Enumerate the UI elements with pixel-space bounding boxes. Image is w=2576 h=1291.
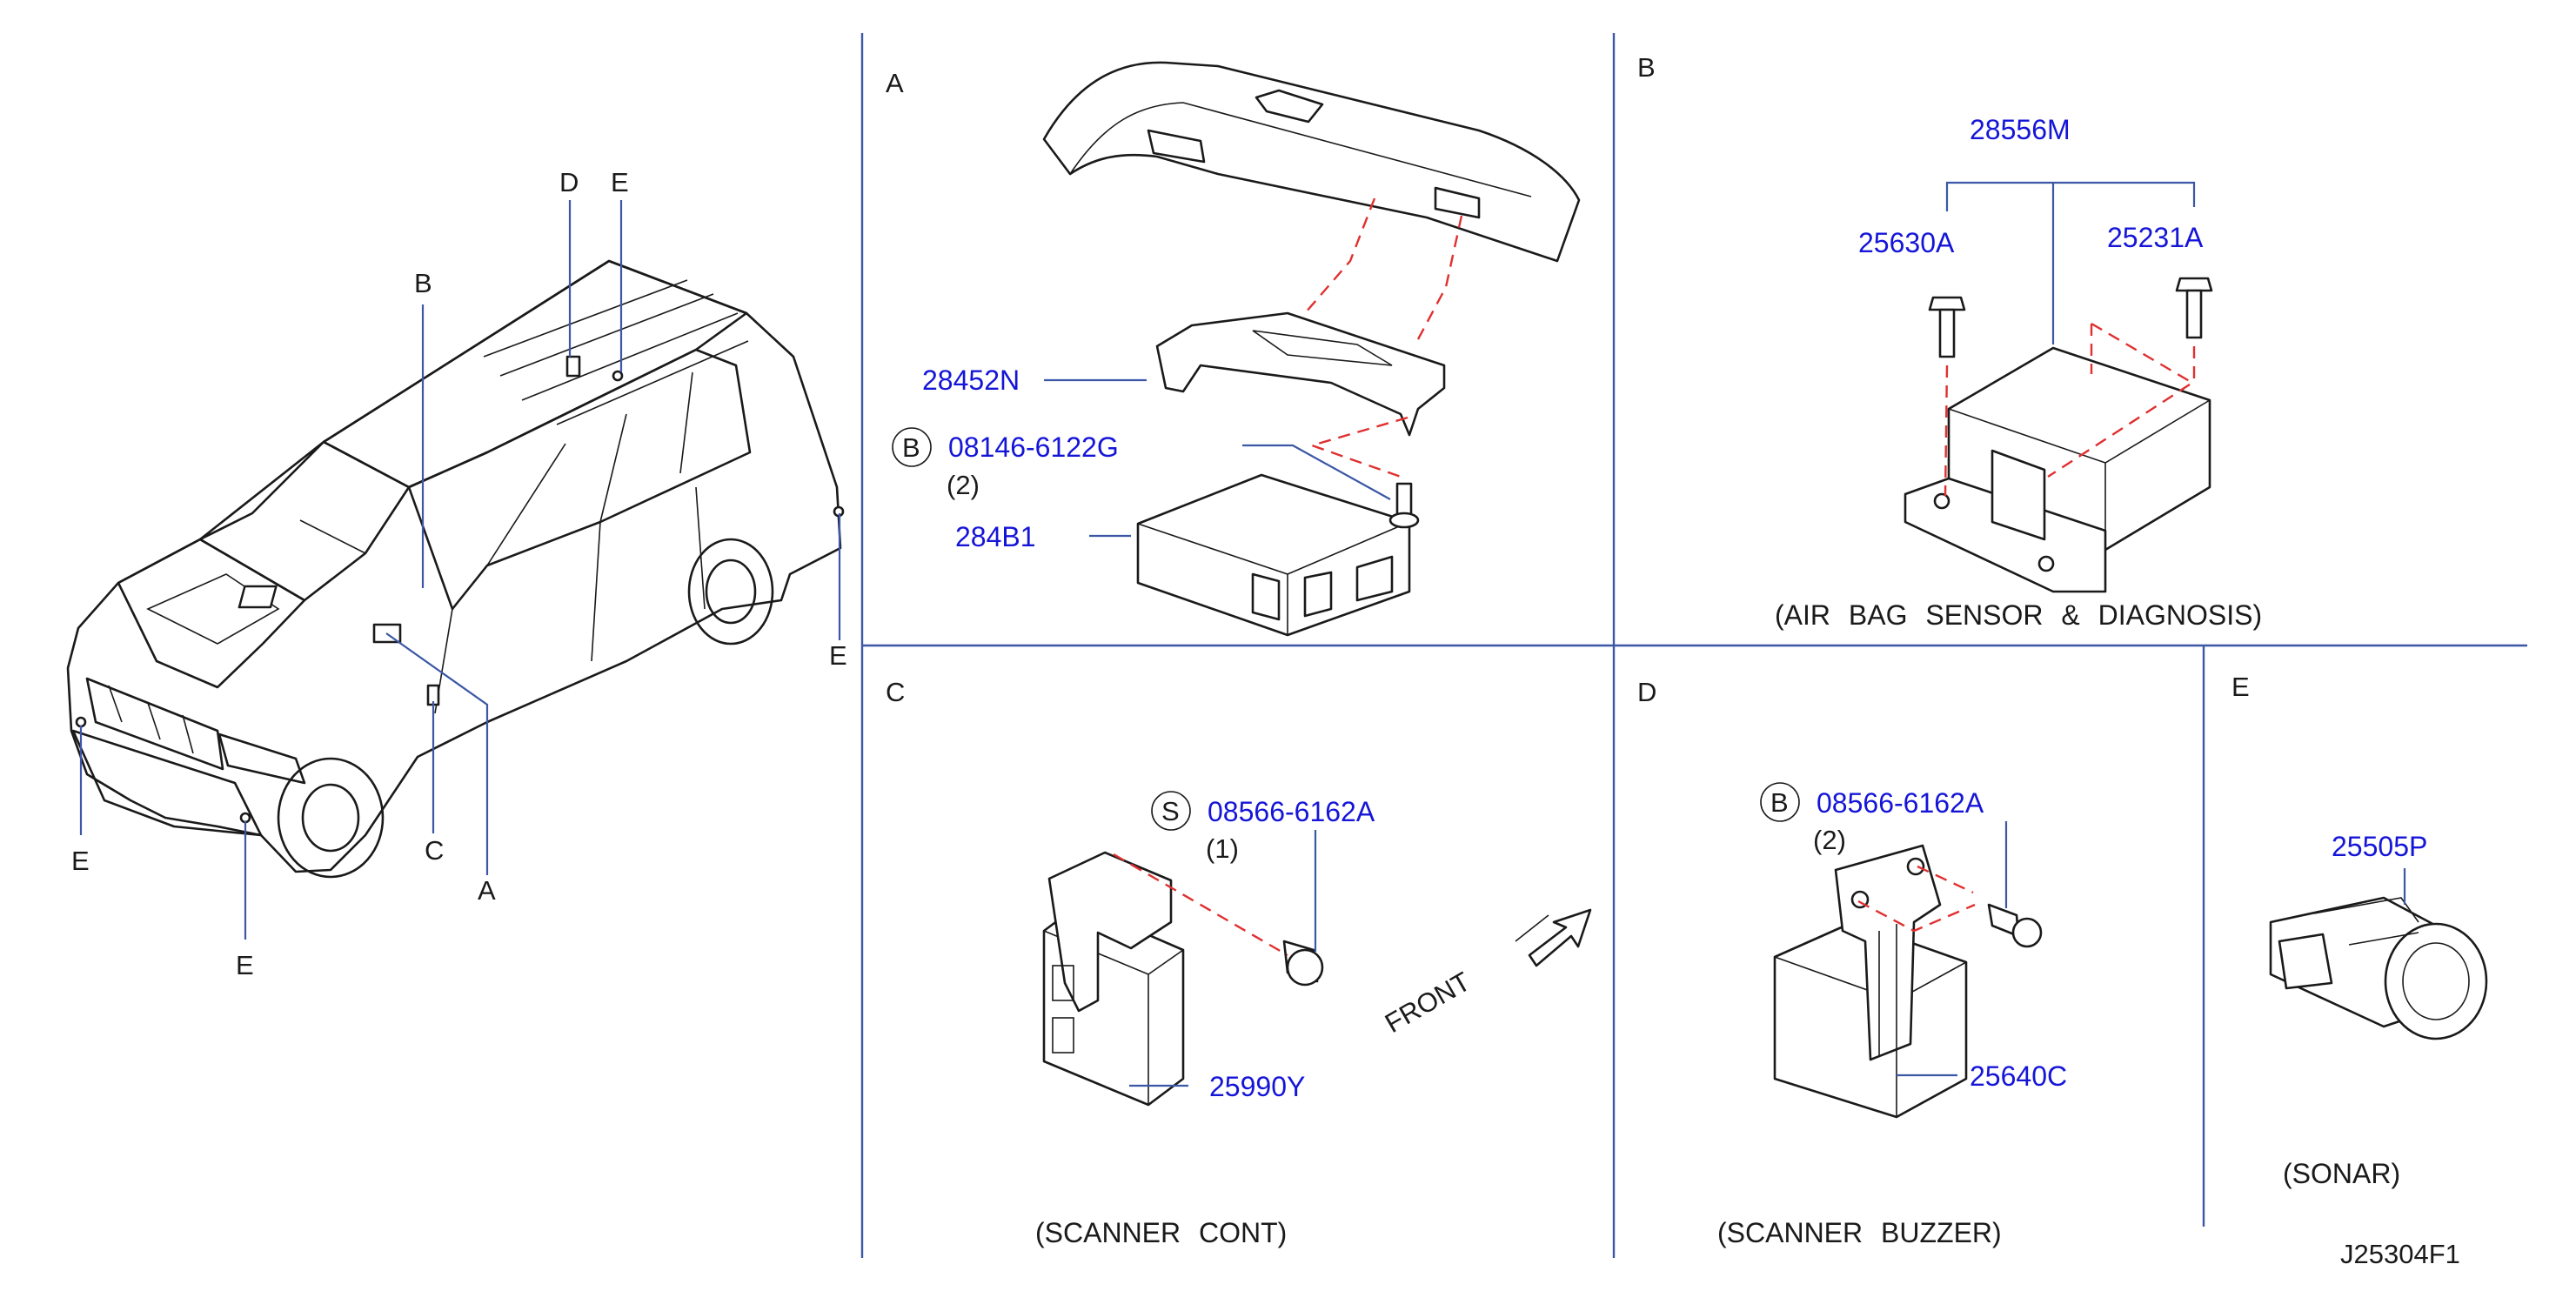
part-28452n: 28452N — [922, 365, 1020, 396]
callout-e-front-bottom: E — [236, 950, 254, 980]
part-25231a: 25231A — [2107, 222, 2204, 253]
caption-scanner-buzzer: (SCANNER BUZZER) — [1717, 1217, 2002, 1248]
caption-sonar: (SONAR) — [2283, 1158, 2400, 1189]
panel-a: A B — [886, 61, 1581, 637]
part-25640c: 25640C — [1970, 1060, 2067, 1092]
panel-dividers — [860, 33, 2527, 1258]
front-label: FRONT — [1380, 966, 1475, 1039]
callout-e-roof: E — [611, 167, 629, 197]
part-08146-6122g: 08146-6122G — [948, 431, 1119, 463]
callout-e-front-left: E — [71, 846, 90, 876]
part-08566-6162a-d: 08566-6162A — [1817, 787, 1984, 819]
panel-a-bolt-prefix: B — [902, 432, 920, 463]
panel-c-bolt-prefix: S — [1161, 796, 1180, 826]
panel-c-bolt-qty: (1) — [1206, 833, 1239, 864]
part-08566-6162a-c: 08566-6162A — [1208, 796, 1375, 827]
panel-d-bolt-prefix: B — [1770, 787, 1789, 818]
vehicle-overview — [66, 259, 845, 879]
figure-code: J25304F1 — [2340, 1239, 2460, 1269]
callout-a: A — [478, 875, 496, 906]
part-284b1: 284B1 — [955, 521, 1036, 552]
part-25990y: 25990Y — [1209, 1071, 1305, 1102]
overview-leaders — [79, 200, 841, 940]
panel-d-letter: D — [1637, 677, 1656, 707]
panel-c: C S — [886, 677, 1592, 1107]
part-25505p: 25505P — [2332, 831, 2427, 862]
part-28556m: 28556M — [1970, 114, 2071, 145]
callout-b: B — [414, 268, 432, 298]
caption-air-bag-sensor: (AIR BAG SENSOR & DIAGNOSIS) — [1775, 599, 2262, 631]
caption-scanner-cont: (SCANNER CONT) — [1035, 1217, 1287, 1248]
callout-c: C — [425, 835, 444, 866]
panel-c-letter: C — [886, 677, 905, 707]
panel-e-letter: E — [2231, 672, 2250, 702]
panel-e: E — [2231, 672, 2488, 1040]
panel-a-bolt-qty: (2) — [947, 470, 980, 500]
panel-b: B — [1637, 52, 2213, 593]
panel-a-letter: A — [886, 68, 904, 98]
part-25630a: 25630A — [1858, 227, 1955, 258]
panel-d-bolt-qty: (2) — [1813, 825, 1846, 855]
callout-d: D — [559, 167, 579, 197]
panel-b-letter: B — [1637, 52, 1656, 83]
panel-d: D B — [1637, 677, 2043, 1119]
callout-e-rear: E — [829, 640, 847, 671]
